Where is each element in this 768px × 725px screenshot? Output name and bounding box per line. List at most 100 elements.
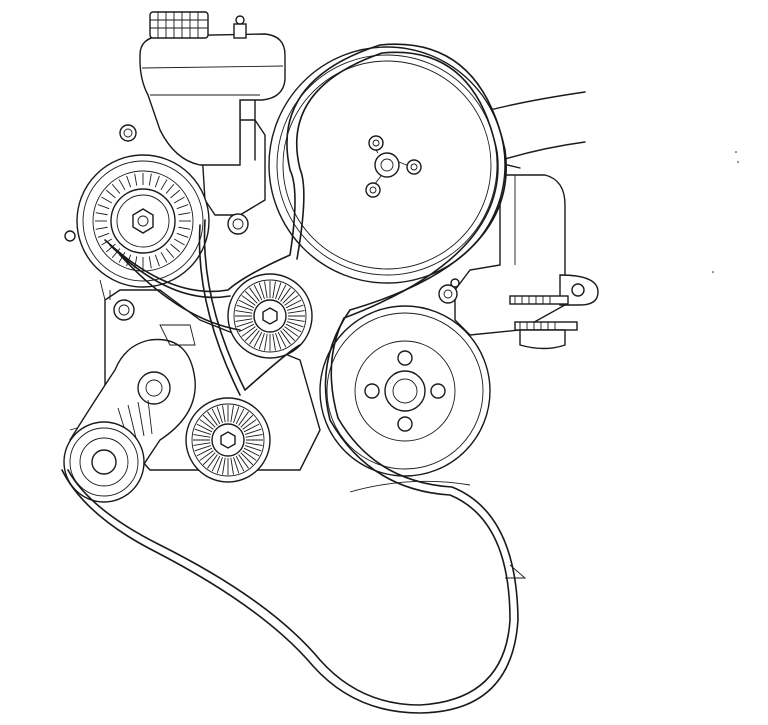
rib-line [216,406,223,424]
rib-line [176,232,189,238]
rib-line [240,452,254,466]
rib-line [253,331,263,348]
rib-line [233,406,240,424]
rib-line [202,452,216,466]
rib-line [95,226,108,230]
rib-line [238,454,249,469]
rib-line [222,405,226,423]
rib-line [154,175,160,188]
alternator-mount-bolt [119,124,137,142]
rib-line [280,330,291,345]
rib-line [249,287,260,302]
rib-line [245,442,263,446]
rib-line [286,321,304,328]
rib-line [211,408,221,425]
coolant-reservoir [139,11,286,166]
rib-line [230,405,234,423]
rib-line [178,226,191,230]
rib-line [207,454,218,469]
rib-line [236,304,254,311]
rib-line [264,281,268,299]
rib-line [277,331,287,348]
rib-line [243,447,260,457]
rib-line [202,414,216,428]
reservoir-fitting [233,23,247,39]
rib-line [275,282,282,300]
crankshaft-pulley [319,305,491,477]
rib-line [173,196,185,204]
rib-line [235,318,253,322]
rib-line [243,423,260,433]
rib-line [148,173,152,186]
rib-line [134,173,138,186]
rib-line [242,419,257,430]
rib-line [194,445,212,452]
rib-line [105,243,116,253]
rib-line [118,179,126,191]
rib-line [242,450,257,461]
rib-line [235,455,245,472]
rib-line [244,290,258,304]
alternator [64,124,249,321]
rib-line [286,304,304,311]
rib-line [253,284,263,301]
rib-line [264,333,268,351]
rib-line [211,455,221,472]
rib-line [97,204,110,210]
rib-line [97,232,110,238]
rib-line [275,332,282,350]
rib-line [196,423,213,433]
rib-line [154,254,160,267]
rib-line [101,196,113,204]
thermostat-housing [349,174,599,579]
rib-line [199,450,214,461]
rib-line [282,328,296,342]
upper-idler-pulley [227,273,313,359]
rib-line [277,284,287,301]
rib-line [196,447,213,457]
rib-line [230,457,234,475]
rib-line [193,442,211,446]
rib-line [148,256,152,269]
rib-line [126,175,132,188]
sketch-marks [712,151,739,273]
rib-line [280,287,291,302]
rib-line [241,295,256,306]
alternator-adjust-bolt [227,213,249,235]
rib-line [165,183,175,194]
rib-line [233,456,240,474]
rib-line [241,326,256,337]
rib-line [235,408,245,425]
rib-line [238,411,249,426]
rib-line [285,299,302,309]
rib-line [111,183,121,194]
rib-line [244,445,262,452]
hose-clamp-1 [509,295,569,305]
rib-line [238,299,255,309]
hose-clamp-2 [514,321,578,331]
rib-line [235,310,253,314]
rib-line [95,212,108,216]
rib-line [173,238,185,246]
rib-line [111,248,121,259]
rib-line [272,333,276,351]
rib-line [249,330,260,345]
rib-line [285,323,302,333]
rib-line [199,419,214,430]
rib-line [258,282,265,300]
rib-line [165,248,175,259]
rib-line [222,457,226,475]
rib-line [244,428,262,435]
tensioner-arm [63,324,196,503]
rib-line [238,323,255,333]
rib-line [160,251,168,263]
serpentine-belt [61,43,519,714]
rib-line [244,328,258,342]
rib-line [160,179,168,191]
rib-line [170,189,181,199]
rib-line [105,189,116,199]
rib-line [193,434,211,438]
rib-line [245,434,263,438]
rib-line [258,332,265,350]
